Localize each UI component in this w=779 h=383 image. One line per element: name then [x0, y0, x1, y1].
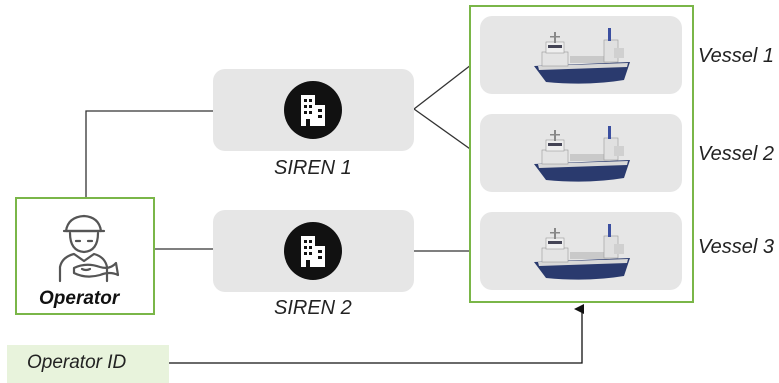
vessel3-box: [480, 212, 682, 290]
fisherman-icon: [58, 214, 120, 283]
link-operator-siren1: [85, 110, 213, 198]
operator-box: Operator: [15, 197, 155, 315]
siren1-label: SIREN 1: [274, 157, 352, 179]
vessel3-label: Vessel 3: [698, 236, 774, 258]
siren2-box: [213, 210, 414, 292]
siren2-label: SIREN 2: [274, 297, 352, 319]
office-building-icon: [284, 222, 342, 280]
operator-id-box: [7, 345, 169, 383]
vessel2-label: Vessel 2: [698, 143, 774, 165]
operator-id-label: Operator ID: [27, 352, 127, 373]
vessel2-box: [480, 114, 682, 192]
operator-label: Operator: [39, 288, 120, 309]
fishing-vessel-icon: [534, 224, 630, 280]
siren1-box: [213, 69, 414, 151]
fishing-vessel-icon: [534, 28, 630, 84]
office-building-icon: [284, 81, 342, 139]
link-operatorid-vessels: [169, 304, 584, 364]
vessel1-label: Vessel 1: [698, 45, 774, 67]
fishing-vessel-icon: [534, 126, 630, 182]
vessel1-box: [480, 16, 682, 94]
